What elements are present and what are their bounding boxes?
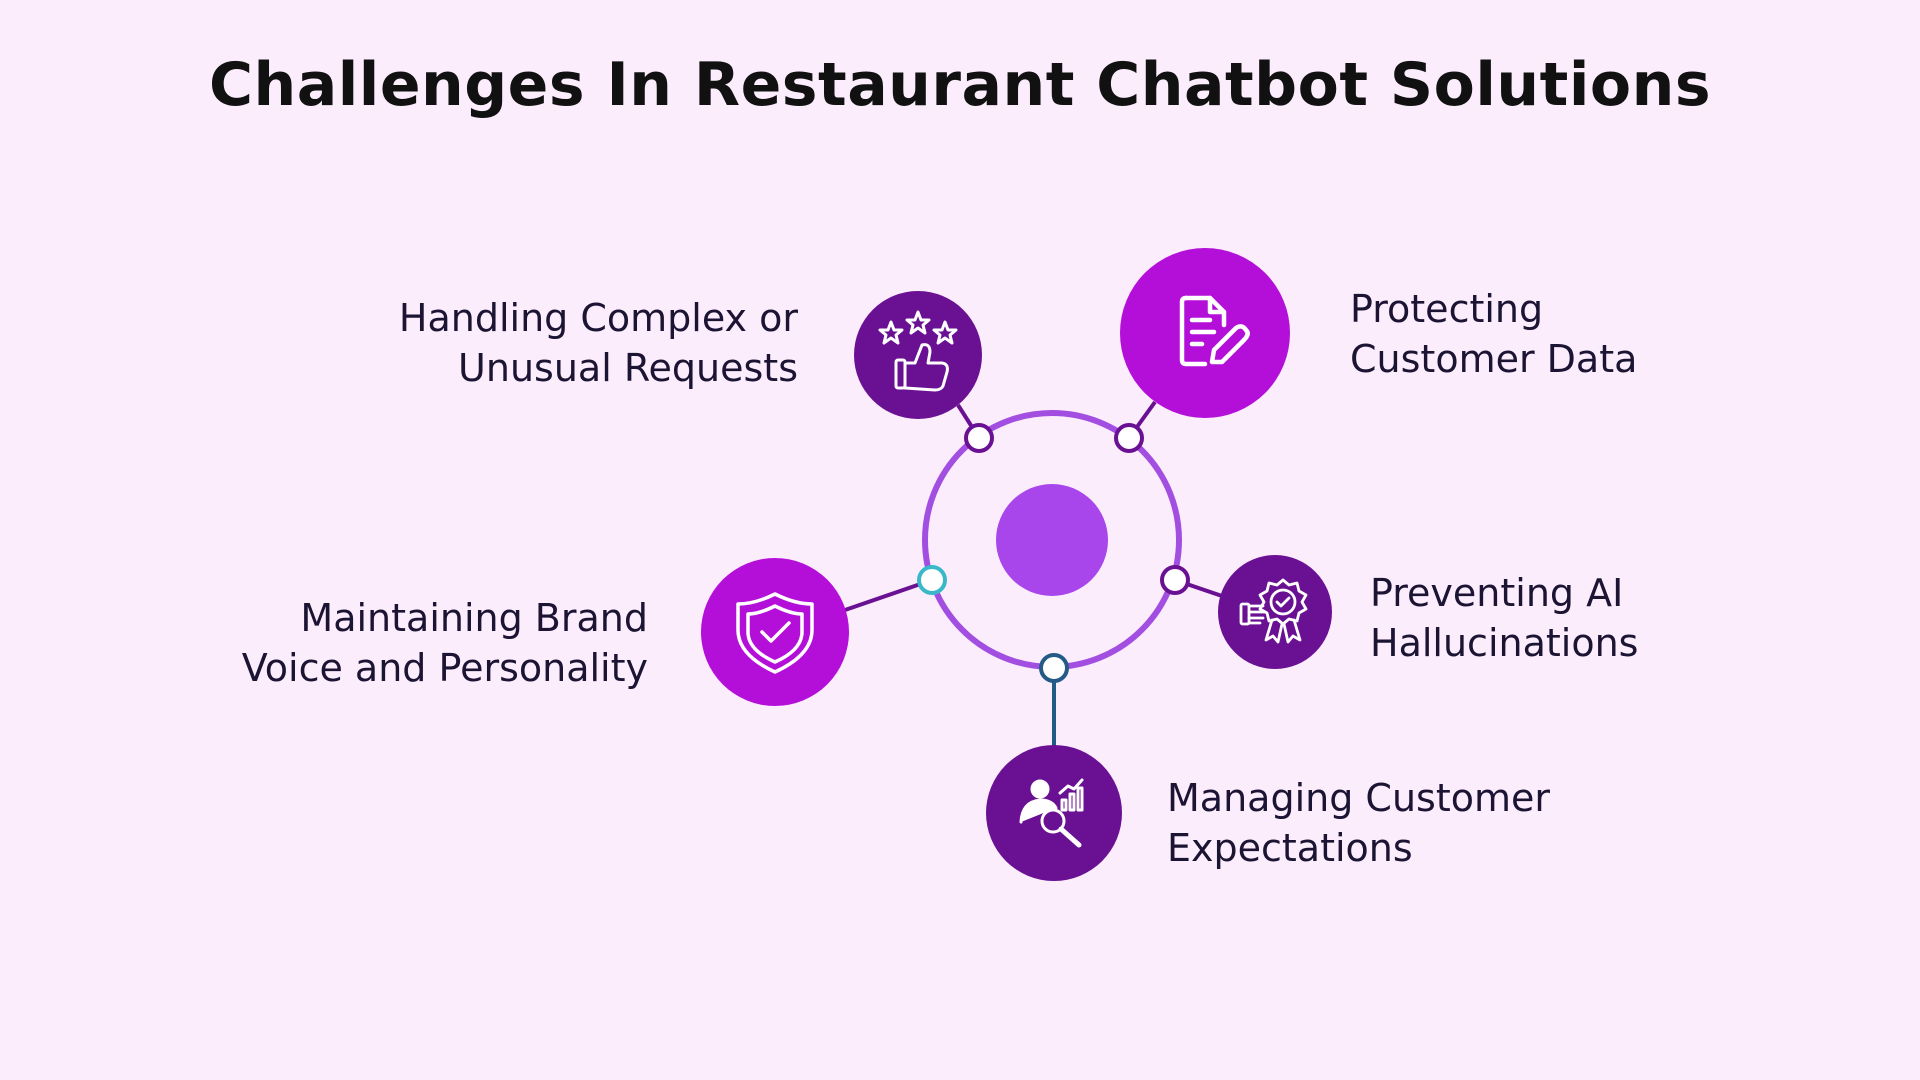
hub-core — [996, 484, 1108, 596]
label-protecting-line-1: Protecting — [1350, 287, 1544, 331]
label-maintaining-line-1: Maintaining Brand — [300, 596, 648, 640]
label-maintaining: Maintaining Brand Voice and Personality — [242, 593, 648, 693]
ring-node-preventing — [1160, 565, 1190, 595]
label-preventing-line-1: Preventing AI — [1370, 571, 1624, 615]
label-preventing: Preventing AI Hallucinations — [1370, 568, 1638, 668]
thumbs-up-stars-icon — [854, 291, 982, 419]
label-protecting-line-2: Customer Data — [1350, 337, 1638, 381]
label-handling-line-1: Handling Complex or — [398, 296, 798, 340]
label-handling-line-2: Unusual Requests — [458, 346, 798, 390]
label-handling: Handling Complex or Unusual Requests — [399, 293, 798, 393]
label-protecting: Protecting Customer Data — [1350, 284, 1637, 384]
label-managing: Managing Customer Expectations — [1167, 773, 1550, 873]
person-chart-search-icon — [986, 745, 1122, 881]
label-preventing-line-2: Hallucinations — [1370, 621, 1639, 665]
hand-badge-icon — [1218, 555, 1332, 669]
label-managing-line-1: Managing Customer — [1167, 776, 1550, 820]
label-maintaining-line-2: Voice and Personality — [241, 646, 648, 690]
shield-check-icon — [701, 558, 849, 706]
label-managing-line-2: Expectations — [1167, 826, 1413, 870]
ring-node-managing — [1039, 653, 1069, 683]
ring-node-maintaining — [917, 565, 947, 595]
document-pen-icon — [1120, 248, 1290, 418]
connector-maintaining — [844, 578, 933, 612]
ring-node-handling — [964, 423, 994, 453]
page-title: Challenges In Restaurant Chatbot Solutio… — [208, 50, 1712, 120]
ring-node-protecting — [1114, 423, 1144, 453]
